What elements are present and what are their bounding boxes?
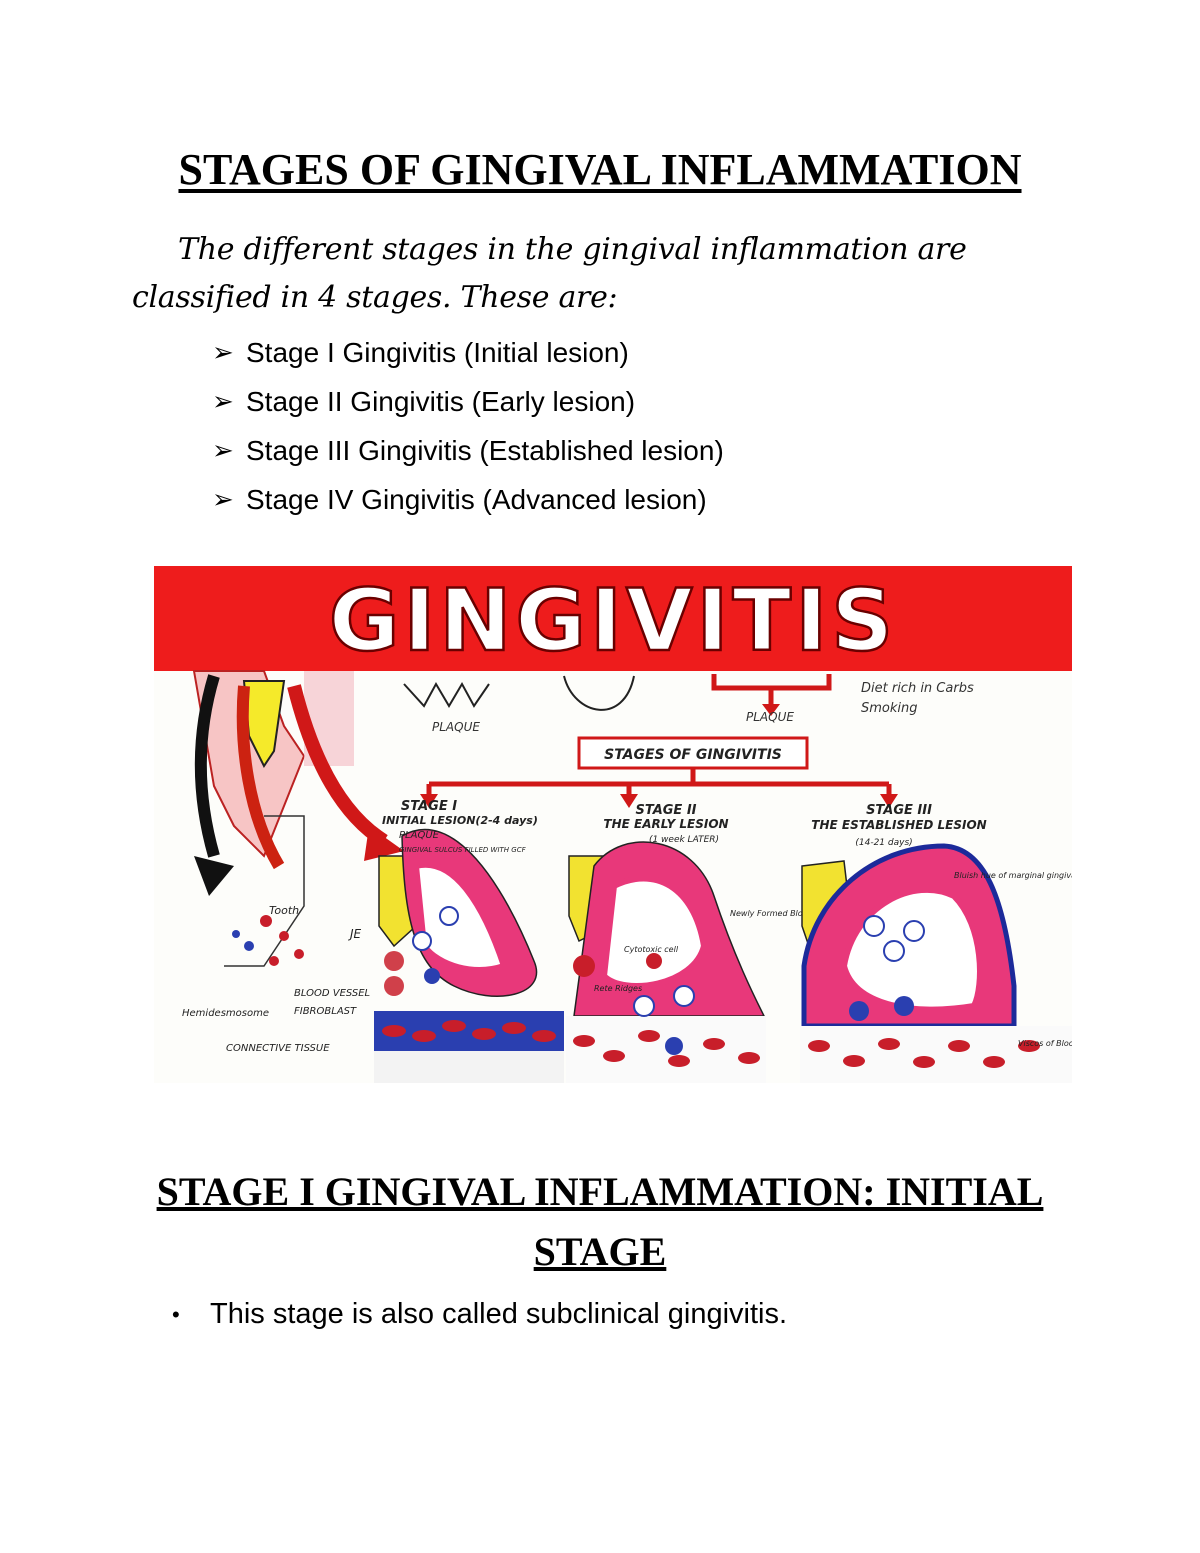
stage3-note: Bluish hue of marginal gingiva from Anox…: [954, 871, 1072, 880]
arrow-head-stage-3: [880, 794, 898, 808]
gingivitis-figure: GINGIVITIS Tooth BLOOD VESSEL FIBROBLAST…: [154, 566, 1072, 1083]
stage2-time: (1 week LATER): [649, 835, 719, 845]
mouth-sketch: [563, 675, 635, 711]
bullet-text: This stage is also called subclinical gi…: [210, 1298, 788, 1330]
stage-label: Stage II Gingivitis (Early lesion): [246, 385, 636, 417]
banner-background: [154, 566, 1072, 671]
label-hemidesmosome: Hemidesmosome: [182, 1008, 269, 1019]
arrow-bullet-icon: ➢: [212, 386, 234, 416]
arrow-head-stage-1: [420, 794, 438, 808]
bullet-list: • This stage is also called subclinical …: [172, 1298, 787, 1331]
intro-line-2: classified in 4 stages. These are:: [132, 280, 618, 315]
list-item: ➢ Stage II Gingivitis (Early lesion): [212, 377, 724, 426]
label-connective-tissue: CONNECTIVE TISSUE: [226, 1043, 330, 1054]
arrow-bullet-icon: ➢: [212, 484, 234, 514]
label-blood-vessel: BLOOD VESSEL: [294, 988, 370, 999]
arrow-bullet-icon: ➢: [212, 435, 234, 465]
section-heading-line-1: STAGE I GINGIVAL INFLAMMATION: INITIAL: [156, 1169, 1044, 1214]
stage-label: Stage III Gingivitis (Established lesion…: [246, 434, 724, 466]
stage1-subtitle: INITIAL LESION(2-4 days): [382, 814, 538, 827]
tooth-illustration: [192, 670, 404, 967]
section-heading-line-2: STAGE: [533, 1229, 667, 1274]
section-heading: STAGE I GINGIVAL INFLAMMATION: INITIAL S…: [0, 1162, 1200, 1282]
stage2-panel: [566, 841, 766, 1083]
label-plaque-right: PLAQUE: [746, 710, 794, 724]
list-item: • This stage is also called subclinical …: [172, 1298, 787, 1331]
stage1-je-label: JE: [348, 927, 362, 941]
stage2-title: STAGE II: [635, 803, 696, 818]
stage3-title: STAGE III: [866, 803, 932, 818]
arrow-bullet-icon: ➢: [212, 337, 234, 367]
intro-line-1: The different stages in the gingival inf…: [178, 232, 967, 267]
stage1-sulcus-label: GINGIVAL SULCUS FILLED WITH GCF: [399, 846, 527, 854]
stage1-plaque-label: PLAQUE: [399, 830, 440, 841]
stage1-title: STAGE I: [401, 799, 457, 814]
label-tooth: Tooth: [269, 904, 299, 917]
plaque-arrow: [711, 674, 832, 706]
arrow-head-stage-2: [620, 794, 638, 808]
label-plaque-left: PLAQUE: [432, 720, 480, 734]
stage-list: ➢ Stage I Gingivitis (Initial lesion) ➢ …: [212, 328, 724, 524]
plaque-arrow-head: [762, 704, 780, 716]
stage2-note: Newly Formed Blood vessels: [730, 909, 845, 918]
stage2-cyto-label: Cytotoxic cell: [624, 945, 679, 954]
list-item: ➢ Stage III Gingivitis (Established lesi…: [212, 426, 724, 475]
list-item: ➢ Stage IV Gingivitis (Advanced lesion): [212, 475, 724, 524]
stage-branch-arrows: [426, 768, 892, 796]
teeth-sketch: [403, 681, 490, 708]
stage2-rete-label: Rete Ridges: [594, 984, 642, 993]
stage1-panel: [374, 828, 564, 1083]
stage2-subtitle: THE EARLY LESION: [603, 817, 728, 831]
label-diet: Diet rich in Carbs: [861, 681, 974, 696]
bullet-icon: •: [172, 1301, 180, 1327]
page-title: STAGES OF GINGIVAL INFLAMMATION: [178, 145, 1022, 194]
stage3-panel: [800, 843, 1072, 1083]
label-fibroblast: FIBROBLAST: [294, 1006, 357, 1017]
stage-label: Stage I Gingivitis (Initial lesion): [246, 336, 629, 368]
stages-box-label: STAGES OF GINGIVITIS: [604, 747, 782, 763]
label-smoking: Smoking: [861, 701, 918, 716]
list-item: ➢ Stage I Gingivitis (Initial lesion): [212, 328, 724, 377]
stage3-viscosity-label: Viscos of Blood: [1018, 1039, 1072, 1048]
stage3-subtitle: THE ESTABLISHED LESION: [811, 818, 986, 832]
stage-label: Stage IV Gingivitis (Advanced lesion): [246, 483, 707, 515]
banner-title: GINGIVITIS: [329, 571, 897, 671]
stage3-time: (14-21 days): [855, 838, 912, 848]
